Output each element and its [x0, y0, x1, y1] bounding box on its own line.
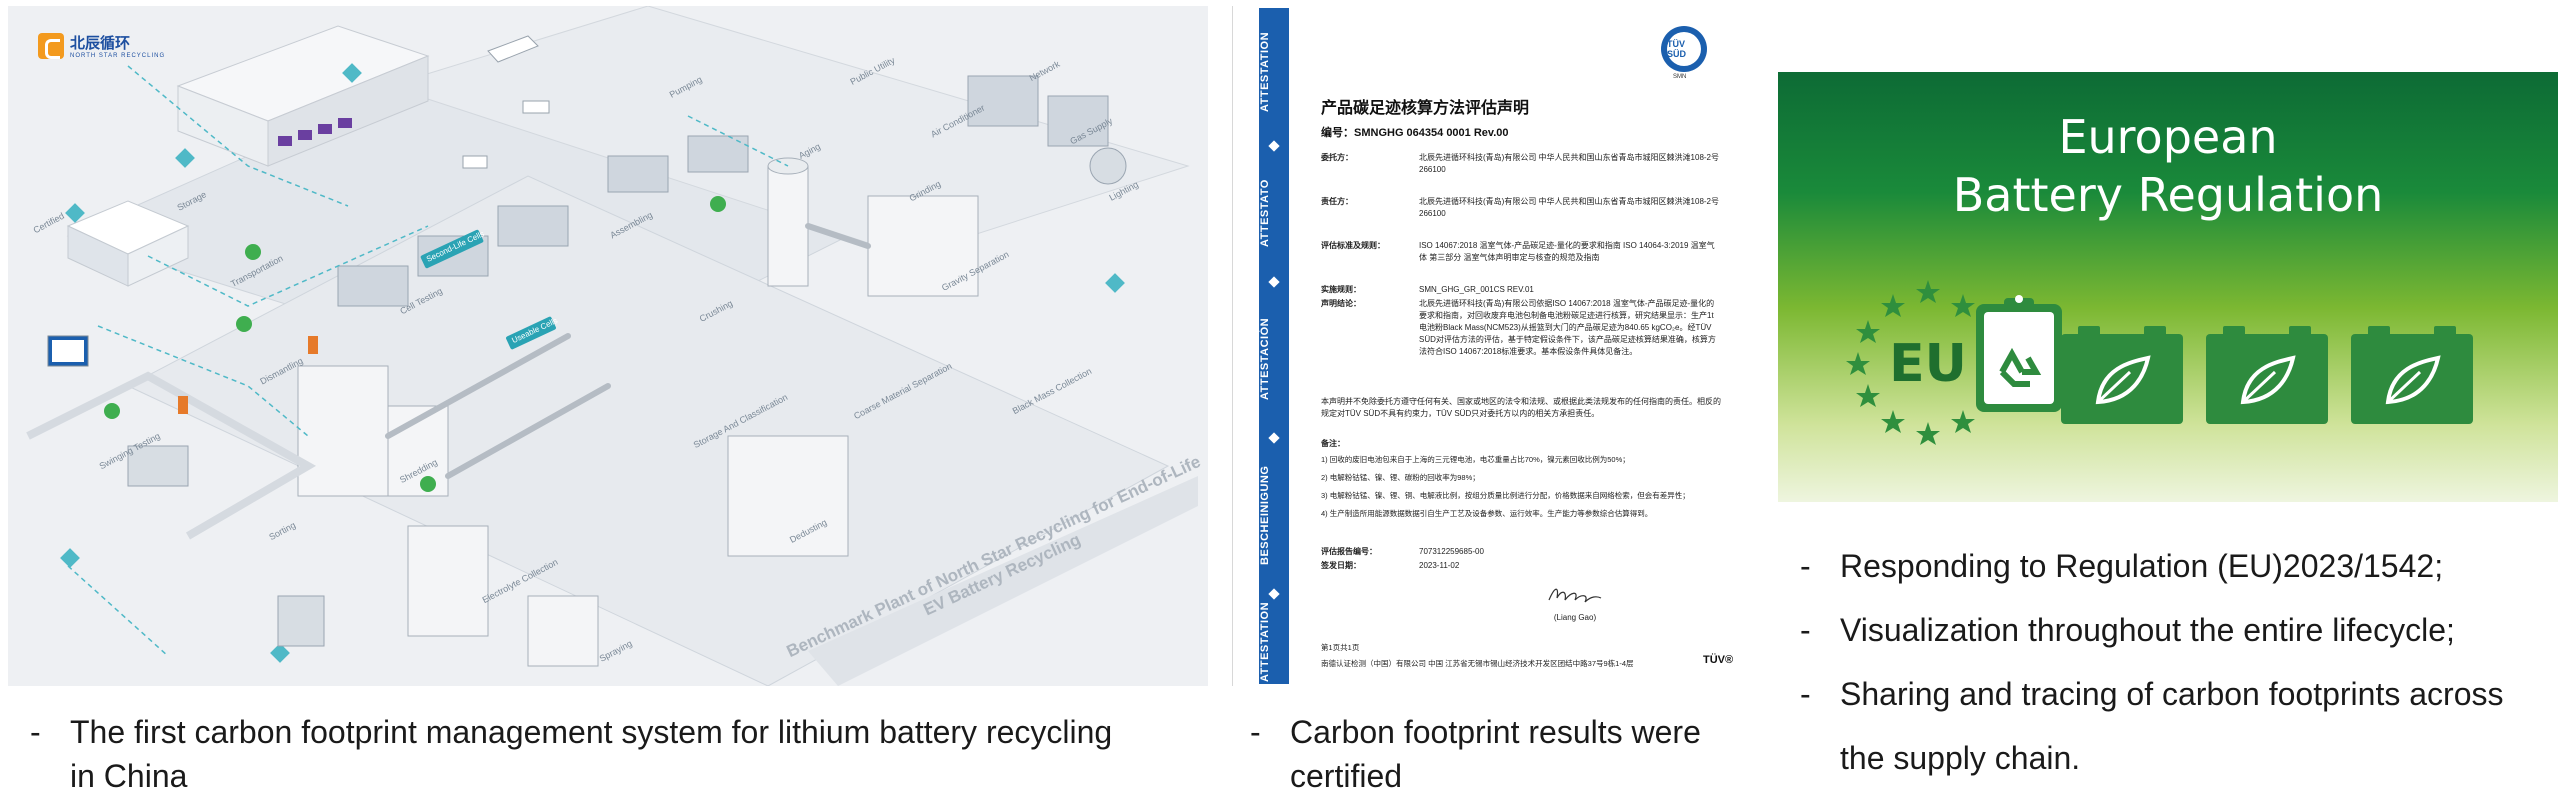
certificate-title: 产品碳足迹核算方法评估声明 [1321, 100, 1530, 117]
zone-label: Black Mass Collection [1010, 365, 1094, 417]
eu-battery-regulation-banner: European Battery Regulation [1778, 72, 2558, 502]
zone-label: Storage And Classification [691, 391, 790, 451]
zone-label: Network [1027, 58, 1062, 84]
zone-label: Gravity Separation [940, 249, 1011, 293]
zone-label: Grinding [907, 178, 943, 204]
eu-illustration [1846, 280, 2473, 445]
zone-label: Aging [797, 141, 823, 161]
bullet-text: Responding to Regulation (EU)2023/1542; [1840, 548, 2444, 584]
zone-label: Cell Testing [398, 285, 444, 317]
caption-line: The first carbon footprint management sy… [70, 714, 1113, 750]
green-label: Second-Life Cells [425, 229, 486, 264]
recycle-icon [1999, 347, 2042, 387]
strip-word: BESCHEINIGUNG [1259, 465, 1271, 565]
attestation-strip: ATTESTATION ATTESTATO ATTESTACIÓN BESCHE… [1259, 8, 1289, 684]
bullet-dash: - [1800, 548, 1811, 584]
eu-stars-icon [1846, 280, 1975, 445]
certificate-notes: 1) 回收的废旧电池包来自于上海的三元锂电池，电芯重量占比70%，镍元素回收比例… [1321, 454, 1721, 526]
zone-label: Dedusting [788, 517, 829, 545]
cert-row-value: 北辰先进循环科技(青岛)有限公司 中华人民共和国山东省青岛市城阳区棘洪滩108-… [1419, 197, 1720, 218]
strip-diamond-icon [1268, 432, 1280, 444]
green-label: Useable Cells [510, 315, 559, 346]
logo-subtext: NORTH STAR RECYCLING [70, 53, 166, 59]
tuv-logo-text: TÜV SÜD [1667, 32, 1701, 66]
signer-name: (Liang Gao) [1553, 613, 1597, 622]
page-number: 第1页共1页 [1321, 643, 1360, 652]
zone-label: Sorting [267, 519, 298, 543]
strip-diamond-icon [1268, 140, 1280, 152]
zone-label: Electrolyte Collection [480, 556, 560, 606]
strip-word: ATTESTATO [1259, 179, 1271, 247]
cert-row-key: 评估报告编号： [1321, 547, 1377, 556]
zone-label: Transportation [229, 253, 285, 289]
signature-image [1548, 588, 1602, 603]
caption-dash: - [1250, 714, 1261, 750]
tuv-sub: SMN [1673, 74, 1687, 80]
note-item: 3) 电解粉钴锰、镍、锂、铜、电解液比例，按组分质量比例进行分配，价格数据来自网… [1321, 491, 1690, 500]
zone-label: Pumping [667, 74, 704, 100]
zone-label: Certified [31, 210, 66, 236]
cert-row-key: 声明结论： [1321, 299, 1361, 308]
bullet-dash: - [1800, 612, 1811, 648]
note-item: 4) 生产制造所用能源数据数据引自生产工艺及设备参数、运行效率。生产能力等参数综… [1321, 509, 1653, 518]
zone-label: Dismantling [258, 355, 305, 387]
factory-illustration: Public Utility Air Conditioner Network G… [8, 6, 1208, 686]
factory-drawing [26, 6, 1198, 686]
cert-row-value: 2023-11-02 [1419, 561, 1460, 570]
cert-row-key: 责任方： [1321, 197, 1353, 206]
bullet-text: Sharing and tracing of carbon footprints… [1840, 676, 2504, 712]
zone-label: Storage [175, 189, 209, 213]
zone-label: Gas Supply [1068, 115, 1115, 147]
cert-row-value: 北辰先进循环科技(青岛)有限公司依据ISO 14067:2018 温室气体-产品… [1419, 299, 1716, 356]
zone-labels: Public Utility Air Conditioner Network G… [8, 6, 1208, 686]
certificate-footer: 南德认证检测（中国）有限公司 中国 江苏省无锡市锡山经济技术开发区团结中路37号… [1321, 659, 1634, 668]
strip-word: ATTESTATION [1259, 601, 1271, 682]
zone-label: Lighting [1107, 179, 1141, 203]
cert-row-value: 707312259685-00 [1419, 547, 1484, 556]
cert-row-key: 签发日期： [1321, 561, 1361, 570]
cert-row-key: 实施规则： [1321, 285, 1361, 294]
bullet-dash: - [1800, 676, 1811, 712]
strip-word: ATTESTACIÓN [1259, 317, 1271, 401]
cert-row-value: SMN_GHG_GR_001CS REV.01 [1419, 285, 1534, 294]
zone-label: Coarse Material Separation [852, 360, 954, 422]
zone-label: Public Utility [848, 55, 897, 87]
caption-line: Carbon footprint results were [1290, 714, 1701, 750]
eu-title-line1: European [2058, 110, 2278, 164]
strip-diamond-icon [1268, 588, 1280, 600]
notes-title: 备注： [1321, 439, 1345, 448]
caption-line: in China [70, 758, 188, 794]
logo-text: 北辰循环 [70, 35, 131, 52]
strip-word: ATTESTATION [1259, 31, 1271, 113]
caption-line: certified [1290, 758, 1403, 794]
cert-row-value: 北辰先进循环科技(青岛)有限公司 中华人民共和国山东省青岛市城阳区棘洪滩108-… [1419, 153, 1720, 174]
note-item: 1) 回收的废旧电池包来自于上海的三元锂电池，电芯重量占比70%，镍元素回收比例… [1321, 455, 1630, 464]
tuv-certificate: ATTESTATION ATTESTATO ATTESTACIÓN BESCHE… [1232, 6, 1751, 686]
zone-label: Shredding [398, 456, 439, 486]
cert-row-value: ISO 14067:2018 温室气体-产品碳足迹-量化的要求和指南 ISO 1… [1419, 241, 1715, 262]
cert-row-key: 评估标准及规则： [1321, 241, 1385, 250]
note-item: 2) 电解粉钴锰、镍、锂、碳粉的回收率为98%； [1321, 473, 1480, 482]
eu-title-line2: Battery Regulation [1952, 168, 2384, 222]
bullet-text: the supply chain. [1840, 740, 2081, 776]
cert-row-key: 委托方： [1321, 153, 1353, 162]
zone-label: Assembling [608, 209, 655, 241]
caption-dash: - [30, 714, 41, 750]
tuv-logo-icon: TÜV SÜD [1661, 26, 1707, 72]
bullet-text: Visualization throughout the entire life… [1840, 612, 2455, 648]
zone-label: Crushing [697, 298, 735, 324]
factory-banner: Benchmark Plant of North Star Recycling … [783, 451, 1204, 662]
certificate-number: 编号：SMNGHG 064354 0001 Rev.00 [1321, 127, 1509, 139]
strip-diamond-icon [1268, 276, 1280, 288]
eu-badge-text: EU [1889, 334, 1967, 394]
logo-icon [38, 32, 64, 59]
zone-label: Air Conditioner [929, 102, 987, 140]
zone-label: Spraying [597, 638, 634, 664]
zone-label: Swinging Testing [97, 430, 162, 472]
north-star-logo: 北辰循环 NORTH STAR RECYCLING [38, 32, 165, 59]
footer-tuv-mark: TÜV® [1703, 654, 1734, 666]
certificate-disclaimer: 本声明并不免除委托方遵守任何有关、国家或地区的法令和法规、或根据此类法规发布的任… [1321, 397, 1721, 418]
signature-block: (Liang Gao) [1535, 584, 1615, 622]
battery-leaf-icons [2061, 326, 2473, 424]
